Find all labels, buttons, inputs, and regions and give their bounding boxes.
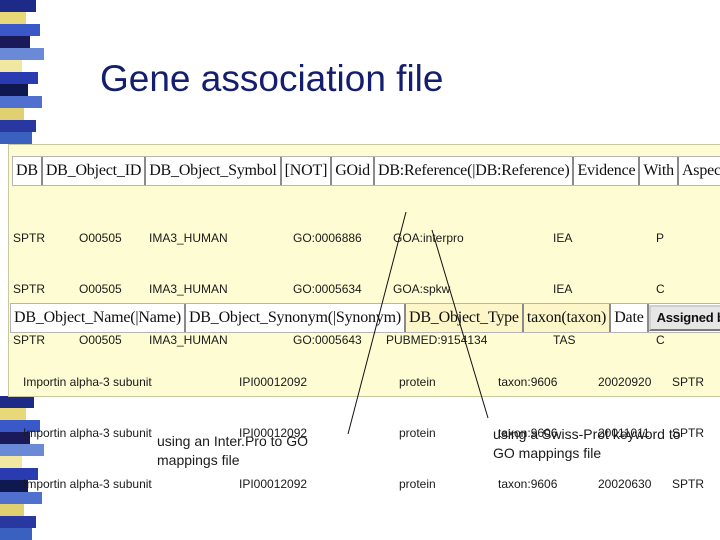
db-values: SPTR SPTR SPTR	[13, 196, 45, 366]
table-cell: O00505	[79, 333, 122, 347]
aspect-values: P C C	[656, 196, 665, 366]
table-cell: P	[656, 231, 665, 245]
table-cell: taxon:9606	[498, 426, 558, 440]
table-cell: SPTR	[672, 477, 705, 491]
table-cell: protein	[399, 426, 436, 440]
header-row-1: DB DB_Object_ID DB_Object_Symbol [NOT] G…	[12, 156, 720, 186]
annotation-swissprot: using a Swiss-Prot keyword to GO mapping…	[493, 426, 681, 461]
col-db: DB	[13, 157, 43, 185]
object-id-values: O00505 O00505 O00505	[79, 196, 122, 366]
col-taxon: taxon(taxon)	[523, 304, 612, 332]
col-db-object-name: DB_Object_Name(|Name)	[11, 304, 186, 332]
assigned-by-values: SPTR SPTR SPTR	[672, 340, 704, 510]
col-db-object-type: DB_Object_Type	[405, 304, 524, 332]
col-db-object-id: DB_Object_ID	[43, 157, 147, 185]
table-cell: SPTR	[672, 426, 705, 440]
table-cell: IEA	[553, 231, 573, 245]
table-cell: GOA:spkw	[393, 282, 451, 296]
table-cell: SPTR	[672, 375, 705, 389]
table-cell: protein	[399, 477, 436, 491]
table-cell: SPTR	[13, 282, 46, 296]
symbol-values: IMA3_HUMAN IMA3_HUMAN IMA3_HUMAN	[149, 196, 228, 366]
table-cell: IPI00012092	[239, 426, 308, 440]
table-cell: IMA3_HUMAN	[149, 282, 228, 296]
table-cell: 20020920	[598, 375, 652, 389]
slide-title: Gene association file	[100, 58, 444, 99]
table-cell: C	[656, 333, 665, 347]
table-cell: O00505	[79, 231, 122, 245]
table-cell: GOA:interpro	[393, 231, 464, 245]
date-values: 20020920 20011011 20020630	[598, 340, 651, 510]
type-values: protein protein protein	[399, 340, 436, 510]
col-reference: DB:Reference(|DB:Reference)	[375, 157, 575, 185]
table-cell: GO:0005643	[293, 333, 362, 347]
col-db-object-synonym: DB_Object_Synonym(|Synonym)	[186, 304, 406, 332]
col-not: [NOT]	[282, 157, 333, 185]
synonym-values: IPI00012092 IPI00012092 IPI00012092	[239, 340, 307, 510]
table-cell: IMA3_HUMAN	[149, 231, 228, 245]
table-cell: taxon:9606	[498, 477, 558, 491]
annotation-interpro: using an Inter.Pro to GO mappings file	[157, 433, 308, 468]
col-evidence: Evidence	[574, 157, 641, 185]
col-db-object-symbol: DB_Object_Symbol	[146, 157, 282, 185]
table-cell: GO:0006886	[293, 231, 362, 245]
table-cell: IPI00012092	[239, 375, 308, 389]
table-cell: Importin alpha-3 subunit	[23, 375, 152, 389]
table-cell: C	[656, 282, 665, 296]
table-cell: TAS	[553, 333, 576, 347]
table-cell: Importin alpha-3 subunit	[23, 477, 152, 491]
goid-values: GO:0006886 GO:0005634 GO:0005643	[293, 196, 362, 366]
table-cell: IMA3_HUMAN	[149, 333, 228, 347]
col-with: With	[640, 157, 679, 185]
taxon-values: taxon:9606 taxon:9606 taxon:9606	[498, 340, 557, 510]
col-goid: GOid	[332, 157, 375, 185]
table-cell: 20020630	[598, 477, 652, 491]
table-cell: IEA	[553, 282, 573, 296]
col-assigned-by: Assigned by	[648, 305, 720, 331]
table-cell: O00505	[79, 282, 122, 296]
col-aspect: Aspect	[681, 162, 720, 179]
table-cell: GO:0005634	[293, 282, 362, 296]
table-cell: 20011011	[598, 426, 650, 440]
table-cell: protein	[399, 375, 436, 389]
table-cell: SPTR	[13, 333, 46, 347]
table-cell: IPI00012092	[239, 477, 308, 491]
table-cell: Importin alpha-3 subunit	[23, 426, 152, 440]
name-values: Importin alpha-3 subunit Importin alpha-…	[23, 340, 152, 510]
col-date: Date	[611, 304, 649, 332]
table-cell: SPTR	[13, 231, 46, 245]
evidence-values: IEA IEA TAS	[553, 196, 575, 366]
decorative-stripe	[0, 0, 72, 540]
header-row-2: DB_Object_Name(|Name) DB_Object_Synonym(…	[10, 303, 720, 333]
table-cell: taxon:9606	[498, 375, 558, 389]
